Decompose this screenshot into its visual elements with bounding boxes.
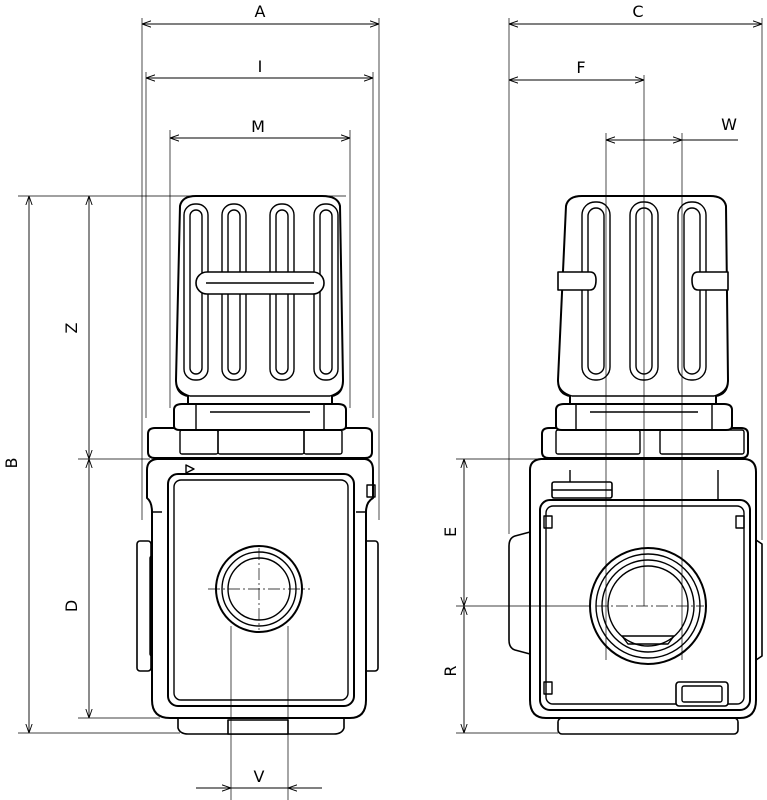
side-left-port (508, 531, 531, 655)
front-drain-nub (227, 719, 289, 735)
dimension-lines (18, 18, 763, 800)
dim-label-f: F (576, 58, 585, 77)
front-collar (147, 427, 373, 459)
side-indicator-window (675, 681, 729, 707)
dim-label-d: D (62, 600, 81, 612)
dim-label-v: V (254, 767, 265, 786)
front-view (136, 195, 379, 735)
dimension-labels: A I M C F W V B Z D E R (2, 2, 737, 786)
dim-label-z: Z (62, 322, 81, 333)
dim-label-w: W (721, 115, 737, 134)
dim-label-b: B (2, 458, 21, 469)
side-collar (541, 427, 749, 459)
dim-label-r: R (441, 665, 460, 676)
dim-label-e: E (441, 527, 460, 537)
side-bottom-cap (557, 717, 739, 735)
side-view (508, 195, 763, 735)
dim-label-i: I (258, 57, 263, 76)
front-bonnet-nut (173, 403, 347, 431)
dim-label-a: A (255, 2, 266, 21)
dim-label-m: M (251, 117, 265, 136)
dim-label-c: C (632, 2, 643, 21)
front-adjusting-knob (175, 195, 344, 405)
